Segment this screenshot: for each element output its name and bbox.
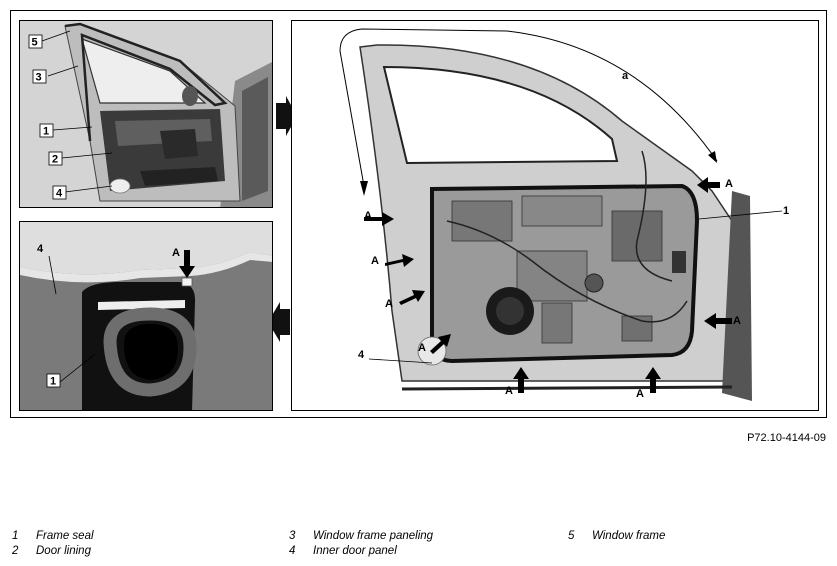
arrow-a-icon (513, 367, 529, 393)
svg-text:5: 5 (32, 37, 38, 49)
callout-3: 3 (32, 69, 47, 84)
arrow-down-icon (179, 250, 195, 278)
callout-4-main: 4 (358, 349, 365, 361)
overview-door-panel: 5 3 1 2 4 (19, 20, 273, 208)
marker-a-7: A (733, 315, 741, 327)
arrow-a-icon (430, 334, 451, 354)
arrow-a-icon (385, 254, 414, 267)
marker-a-6: A (636, 388, 644, 400)
marker-a-1: A (364, 210, 372, 222)
marker-a-detail: A (172, 247, 180, 259)
callout-4: 4 (52, 185, 67, 200)
marker-a-2: A (371, 255, 379, 267)
arrow-a-icon (704, 313, 732, 329)
arrow-a-icon (399, 290, 425, 305)
marker-a-8: A (725, 178, 733, 190)
callout-1: 1 (39, 123, 54, 138)
arrow-a-icon (697, 177, 720, 193)
overview-door-drawing: 5 3 1 2 4 (20, 21, 272, 207)
marker-a-5: A (505, 385, 513, 397)
marker-a-3: A (385, 298, 393, 310)
door-seal-panel: a A A A A A (291, 20, 819, 411)
detail-seal-panel: A 4 1 (19, 221, 273, 411)
callout-1-main: 1 (783, 205, 789, 217)
arrow-a-icon (364, 212, 394, 226)
svg-text:3: 3 (36, 72, 42, 84)
callout-4-detail: 4 (37, 243, 44, 255)
svg-text:2: 2 (52, 154, 58, 166)
arrow-a-icon (645, 367, 661, 393)
svg-text:4: 4 (56, 188, 63, 200)
marker-a-4: A (418, 342, 426, 354)
svg-text:1: 1 (50, 376, 56, 388)
callout-2: 2 (48, 151, 63, 166)
svg-text:1: 1 (43, 126, 49, 138)
callout-1-detail: 1 (46, 373, 61, 388)
detail-seal-drawing: A 4 1 (20, 222, 272, 410)
door-seal-drawing: a A A A A A (339, 28, 789, 401)
callout-5: 5 (28, 34, 43, 49)
dimension-a: a (622, 70, 629, 82)
figure-reference: P72.10-4144-09 (747, 432, 826, 444)
